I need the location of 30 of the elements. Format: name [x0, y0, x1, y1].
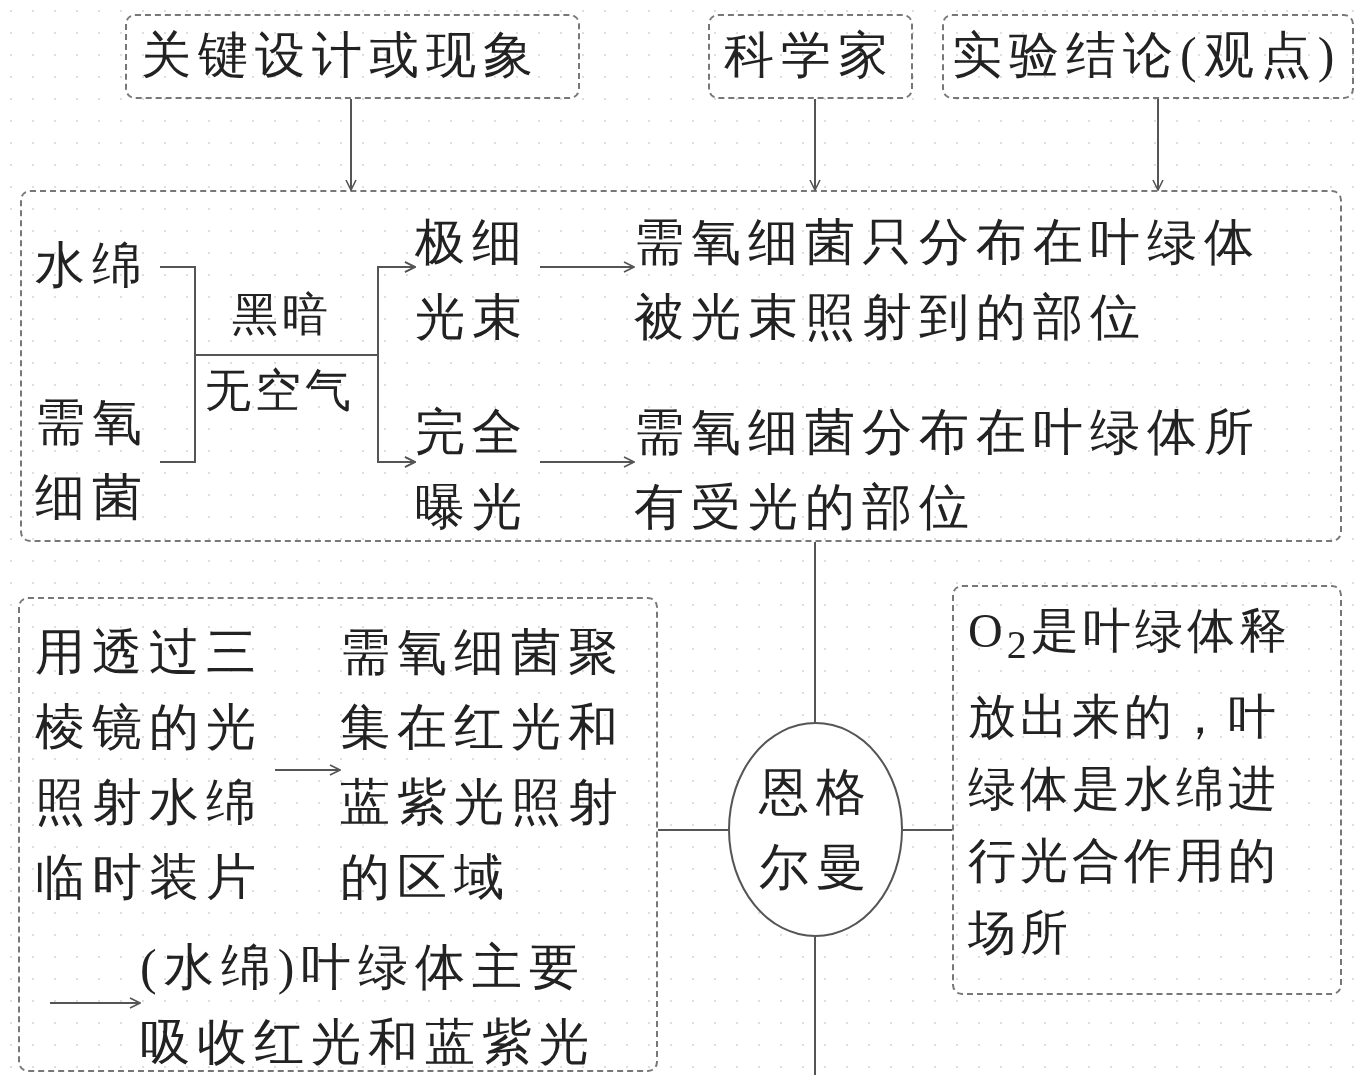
arrow: [49, 997, 141, 1009]
dashed-panel: [18, 597, 658, 1072]
method-text: 用透过三棱镜的光照射水绵临时装片: [35, 615, 275, 925]
dashed-panel: [20, 190, 1342, 542]
connector-line: [814, 936, 816, 1075]
connector-line: [814, 541, 816, 723]
term-text: 需氧细菌: [35, 385, 160, 535]
edge-label: 黑暗: [232, 290, 332, 340]
arrow: [539, 261, 635, 273]
arrow: [1152, 98, 1164, 191]
dashed-heading-box: 关键设计或现象: [125, 14, 580, 99]
arrow: [539, 456, 635, 468]
edge-label: 无空气: [205, 366, 355, 416]
arrow: [274, 764, 341, 776]
result-text: 需氧细菌聚集在红光和蓝紫光照射的区域: [340, 615, 642, 925]
scientist-ellipse: 恩格尔曼: [728, 722, 903, 937]
dashed-conclusion-box: O$_{2}$是叶绿体释放出来的，叶绿体是水绵进行光合作用的场所: [952, 585, 1342, 995]
arrow: [345, 98, 357, 191]
arrow: [809, 98, 821, 191]
term-text: 完全曝光: [415, 395, 540, 545]
result-text: 需氧细菌只分布在叶绿体被光束照射到的部位: [634, 205, 1296, 355]
dashed-heading-box: 实验结论(观点): [942, 14, 1354, 99]
term-text: 水绵: [35, 228, 160, 303]
connector-line: [657, 829, 729, 831]
term-text: 极细光束: [415, 205, 540, 355]
connector-line: [902, 829, 953, 831]
dashed-heading-box: 科学家: [708, 14, 913, 99]
conclusion-text: (水绵)叶绿体主要吸收红光和蓝紫光: [140, 930, 610, 1075]
arrow: [159, 354, 416, 468]
result-text: 需氧细菌分布在叶绿体所有受光的部位: [634, 395, 1296, 545]
